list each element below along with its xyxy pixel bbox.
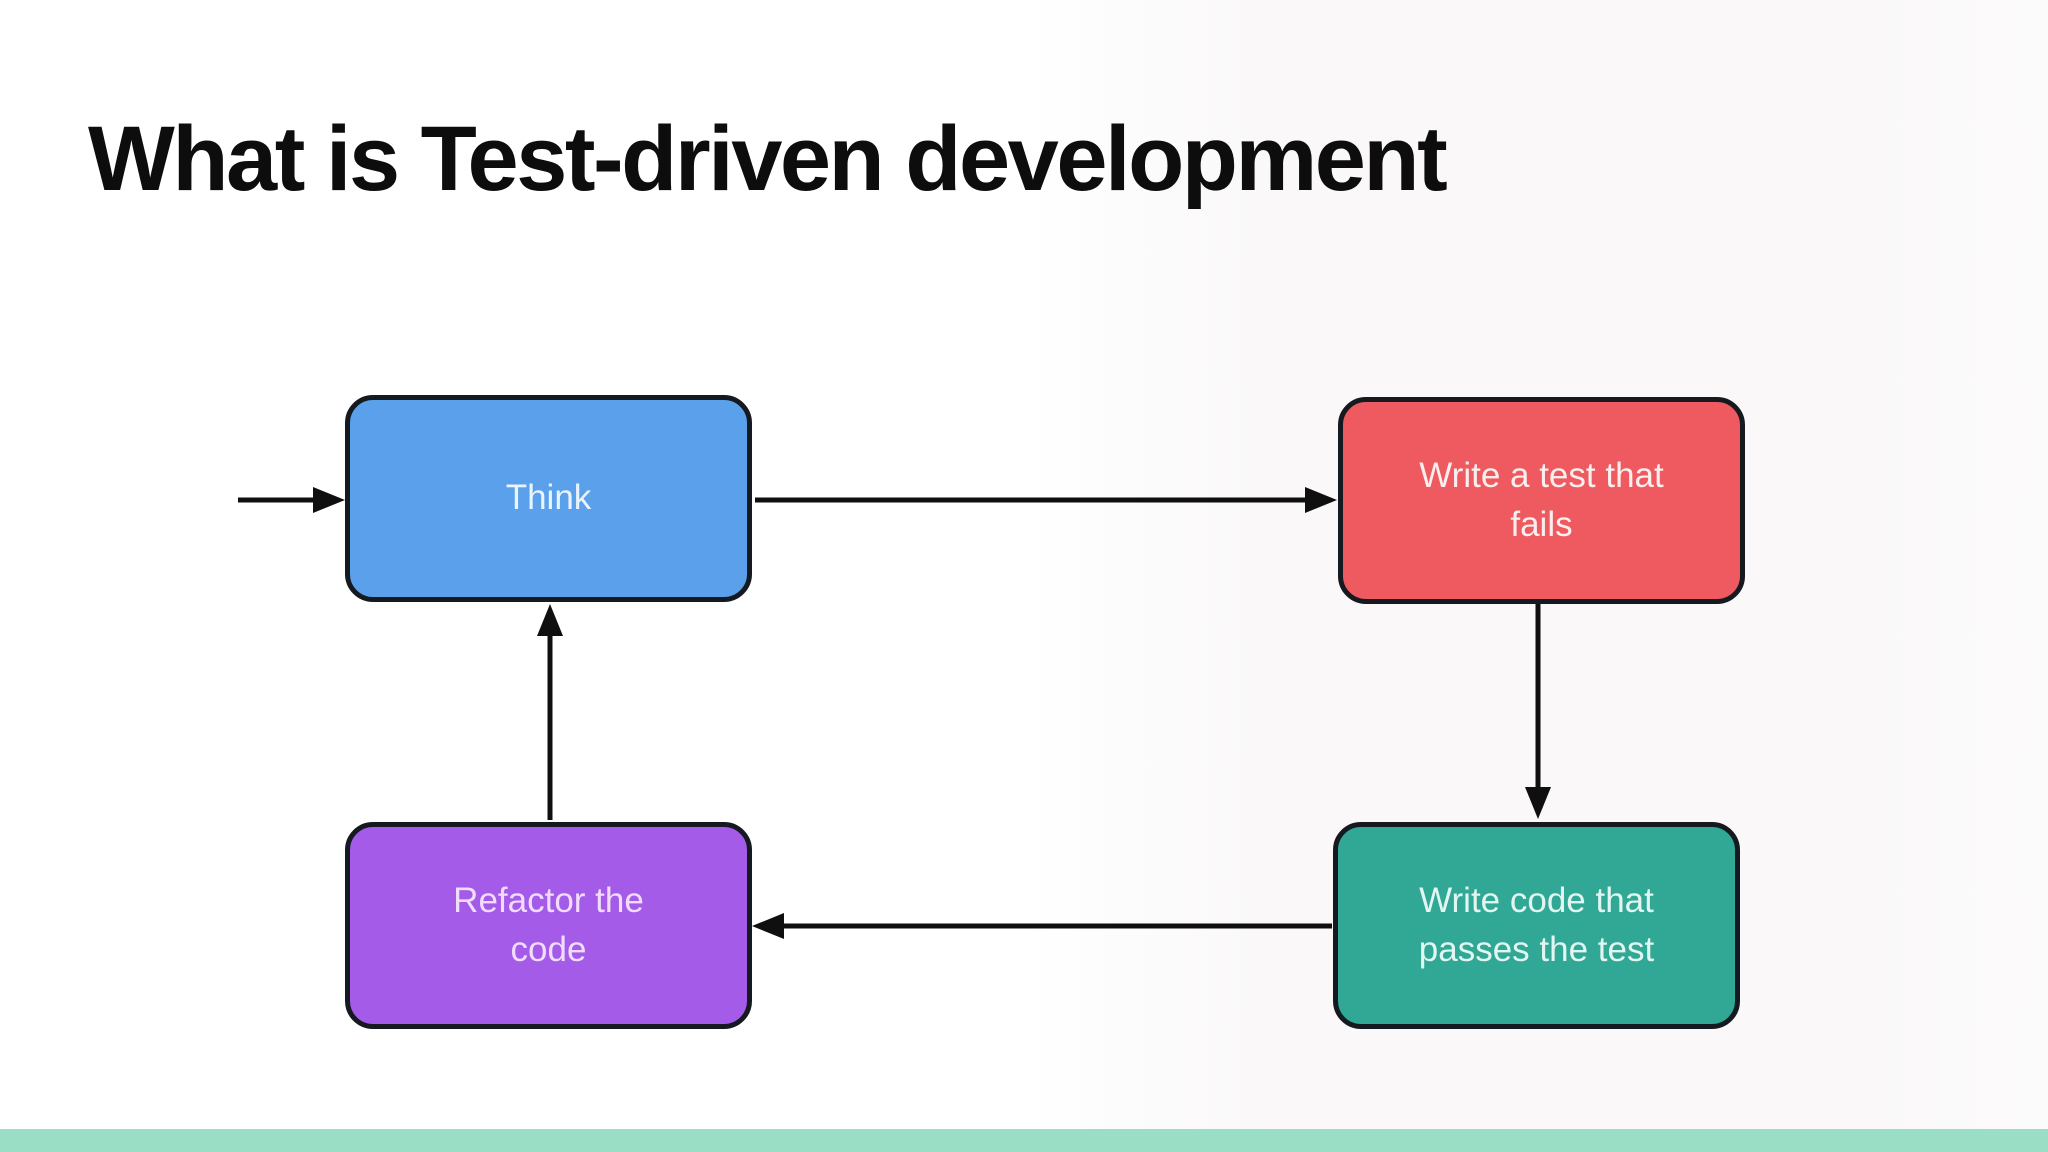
edge-arrowhead [313, 487, 345, 513]
edge-arrowhead [752, 913, 784, 939]
edge-arrowhead [1525, 787, 1551, 819]
node-write-code-that-passes-the-test: Write code that passes the test [1333, 822, 1740, 1029]
node-write-a-test-that-fails: Write a test that fails [1338, 397, 1745, 604]
arrow-think-to-write-test [755, 487, 1337, 513]
edge-arrowhead [1305, 487, 1337, 513]
page-title: What is Test-driven development [88, 108, 1448, 210]
node-refactor-the-code: Refactor the code [345, 822, 752, 1029]
footer-accent-bar [0, 1129, 2048, 1152]
node-think: Think [345, 395, 752, 602]
arrow-write-code-to-refactor [752, 913, 1332, 939]
arrow-refactor-to-think [537, 604, 563, 820]
arrow-start-to-think [238, 487, 345, 513]
arrow-write-test-to-write-code [1525, 604, 1551, 819]
edge-arrowhead [537, 604, 563, 636]
